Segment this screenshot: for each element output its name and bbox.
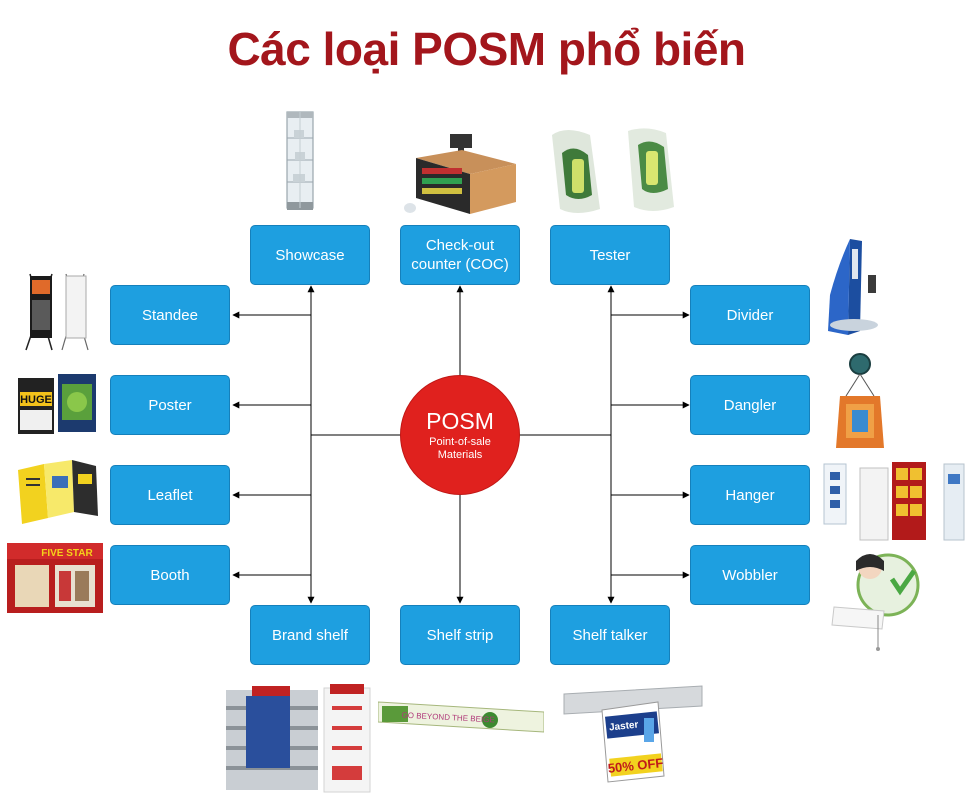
center-sub-line2: Materials	[437, 449, 483, 461]
wobbler-image	[831, 553, 920, 651]
tester-image	[552, 128, 674, 213]
brand-shelf-image	[226, 684, 371, 793]
node-shelf-strip: Shelf strip	[400, 605, 520, 665]
check-out-counter-image	[404, 134, 516, 214]
center-sub-line1: Point-of-sale	[429, 436, 491, 448]
poster-text: HUGE	[20, 394, 52, 406]
shelf-talker-brand: Jaster	[609, 719, 640, 733]
node-coc-line1: Check-out	[425, 237, 495, 254]
node-dangler: Dangler	[690, 375, 810, 435]
node-tester: Tester	[550, 225, 670, 285]
node-coc-line2: counter (COC)	[411, 256, 509, 273]
page-title: Các loại POSM phổ biến	[227, 23, 746, 75]
node-booth: Booth	[110, 545, 230, 605]
leaflet-image	[18, 460, 98, 524]
node-shelf-talker: Shelf talker	[550, 605, 670, 665]
node-showcase: Showcase	[250, 225, 370, 285]
node-standee: Standee	[110, 285, 230, 345]
booth-image: FIVE STAR	[7, 543, 103, 613]
node-brand-shelf: Brand shelf	[250, 605, 370, 665]
shelf-talker-image: Jaster 50% OFF	[563, 685, 703, 783]
divider-image	[828, 239, 878, 335]
node-hanger: Hanger	[690, 465, 810, 525]
booth-text: FIVE STAR	[41, 548, 93, 559]
node-leaflet: Leaflet	[110, 465, 230, 525]
shelf-talker-offer: 50% OFF	[607, 755, 664, 776]
node-poster: Poster	[110, 375, 230, 435]
showcase-image	[286, 111, 314, 210]
node-check-out-counter: Check-out counter (COC)	[400, 225, 520, 285]
hanger-image	[823, 462, 965, 541]
node-divider: Divider	[690, 285, 810, 345]
node-wobbler: Wobbler	[690, 545, 810, 605]
standee-image	[25, 273, 89, 351]
center-label: POSM	[426, 408, 494, 434]
poster-image: HUGE	[18, 374, 96, 434]
shelf-strip-image: GO BEYOND THE BEIGE	[378, 701, 544, 733]
dangler-image	[836, 353, 884, 448]
posm-center-node: POSM Point-of-sale Materials	[400, 375, 520, 495]
